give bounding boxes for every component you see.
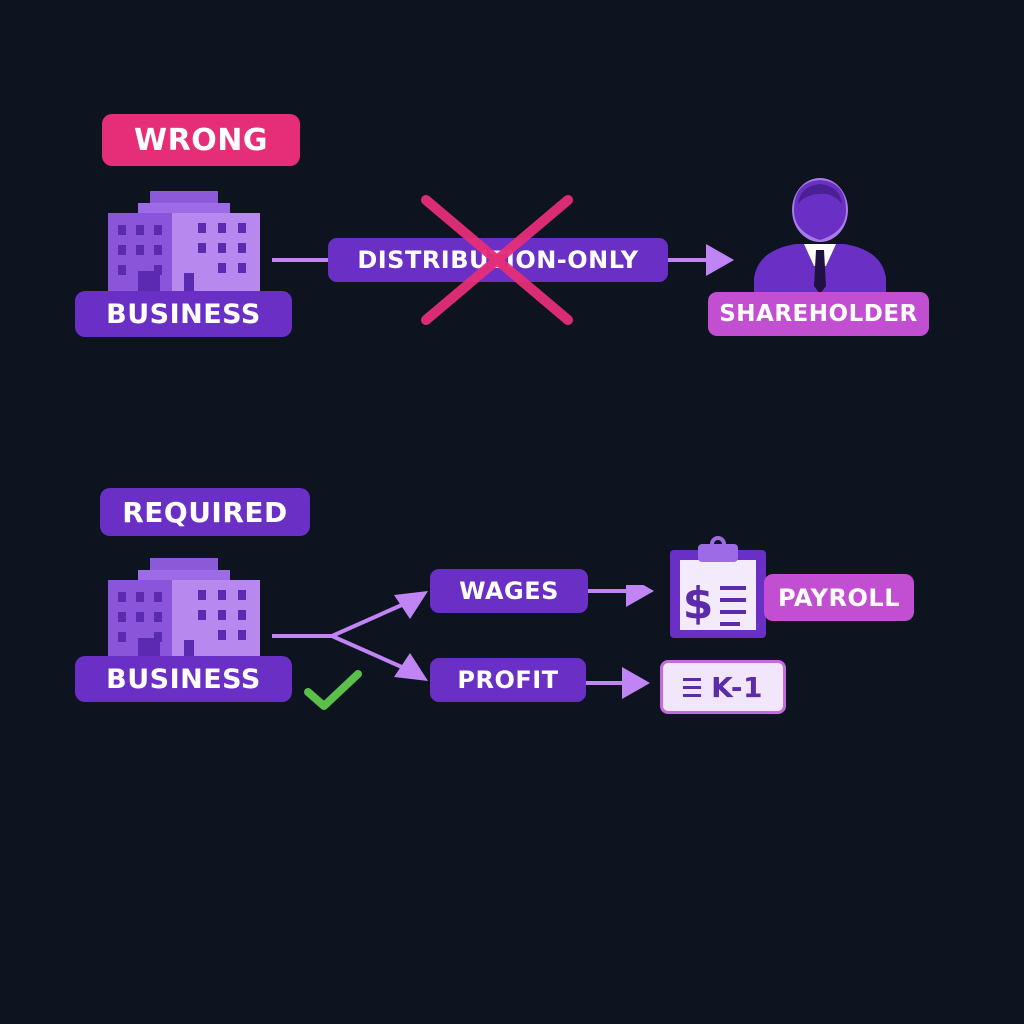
profit-label: PROFIT [430,658,586,702]
wages-label: WAGES [430,569,588,613]
required-tag: REQUIRED [100,488,310,536]
person-in-suit-icon [754,178,886,294]
svg-text:$: $ [683,578,714,629]
office-building-icon [108,191,260,293]
arrow-right-icon [626,585,654,607]
wrong-business-label: BUSINESS [75,291,292,337]
required-business-label: BUSINESS [75,656,292,702]
red-x-icon [421,195,573,325]
arrow-right-icon [622,667,650,699]
arrow-down-right-icon [394,653,428,681]
clipboard-dollar-icon: $ [670,536,766,638]
wrong-flow-connector [272,244,734,276]
payroll-label: PAYROLL [764,574,914,621]
office-building-icon [108,558,260,660]
green-checkmark-icon [304,670,362,710]
split-flow-connector [272,585,654,699]
wrong-tag: WRONG [102,114,300,166]
arrow-up-right-icon [394,591,428,619]
k1-document: K-1 [660,660,786,714]
arrow-right-icon [706,244,734,276]
k1-label: K-1 [711,670,763,704]
document-lines-icon [683,677,702,697]
shareholder-label: SHAREHOLDER [708,292,929,336]
